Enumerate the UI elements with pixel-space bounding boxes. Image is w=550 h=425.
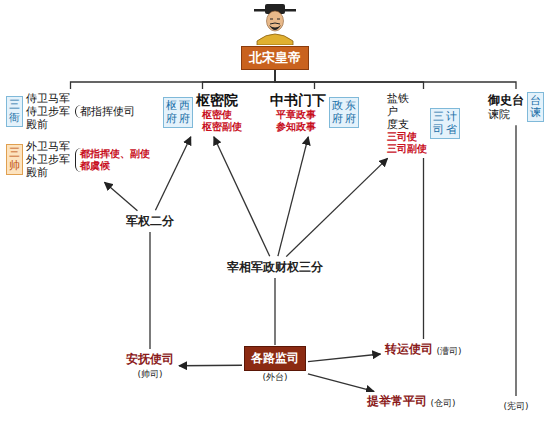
node-text: (漕司) — [436, 345, 461, 358]
key-note: 军权二分 — [123, 212, 177, 231]
text-column: 中书门下平章政事参知政事 — [270, 92, 326, 133]
text-column: 枢密院枢密使枢密副使 — [196, 92, 242, 133]
node-text: 计省 — [446, 111, 457, 135]
office-box: 转运使司(漕司) — [382, 340, 464, 359]
node-text: 三司副使 — [387, 143, 427, 155]
tag-box: 三衙 — [6, 96, 23, 126]
tag-box: 枢府西府 — [163, 97, 193, 127]
office-group: 中书门下平章政事参知政事政府东府 — [268, 90, 361, 135]
node-text: 都指挥使、副使 — [80, 148, 150, 160]
node-text: 外卫马军 — [26, 140, 70, 153]
node-text: 各路监司 — [244, 346, 306, 371]
node-text: 政府 — [332, 100, 343, 124]
connector — [308, 374, 374, 392]
node-text: (帅司) — [137, 368, 162, 381]
connector — [179, 365, 242, 367]
node-text: 北宋皇帝 — [249, 49, 301, 67]
note-label: (宪司) — [502, 400, 529, 413]
node-text: 台谏 — [530, 95, 541, 119]
node-text: 参知政事 — [270, 121, 326, 133]
node-text: 都指挥使司 — [80, 105, 135, 118]
decor-line — [515, 125, 516, 396]
node-text: 军权二分 — [126, 213, 174, 230]
connector — [203, 70, 276, 89]
node-text: 谏院 — [488, 108, 524, 121]
text-column: 外卫马军外卫步军殿前 — [26, 140, 70, 179]
node-text: 枢密副使 — [196, 121, 242, 133]
office-group: 枢密院枢密使枢密副使枢府西府 — [161, 90, 244, 135]
connector — [214, 137, 270, 256]
node-text: 枢密使 — [196, 109, 242, 121]
connector — [278, 137, 308, 256]
office-group: 外卫马军外卫步军殿前都指挥使、副使都虞候 三帅 — [4, 138, 152, 181]
node-text: 西府 — [179, 100, 190, 124]
node-text: 都虞候 — [80, 160, 150, 172]
office-group: 侍卫马军侍卫步军殿前都指挥使司 三衙 — [4, 90, 137, 133]
emperor-box: 北宋皇帝 — [241, 46, 309, 70]
tag-box: 台谏 — [527, 92, 544, 122]
connector — [275, 70, 516, 89]
node-text: 东府 — [345, 100, 356, 124]
node-text: (仓司) — [430, 397, 455, 410]
node-text: 殿前 — [26, 118, 70, 131]
office-box: 安抚使司(帅司) — [123, 350, 177, 382]
node-text: 宰相军政财权三分 — [227, 259, 323, 276]
node-text: 转运使司 — [385, 341, 433, 358]
tag-box: 三帅 — [6, 144, 23, 174]
node-text: 三帅 — [9, 147, 20, 171]
text-column: 御史台谏院 — [488, 93, 524, 121]
node-text: 平章政事 — [270, 109, 326, 121]
node-text: 中书门下 — [270, 92, 326, 109]
node-text: 提举常平司 — [367, 393, 427, 410]
connector — [104, 182, 137, 210]
node-text: 三司 — [433, 111, 444, 135]
emperor-portrait — [253, 1, 297, 45]
connector — [155, 137, 190, 210]
connector — [149, 232, 150, 349]
node-text: (外台) — [262, 371, 287, 384]
node-text: 枢府 — [166, 100, 177, 124]
connector — [275, 70, 315, 89]
node-text: 三衙 — [9, 99, 20, 123]
tag-box: 三司计省 — [430, 108, 460, 138]
text-column: 都指挥使司 — [75, 105, 135, 118]
connector — [423, 158, 424, 339]
office-box: 各路监司(外台) — [244, 346, 306, 384]
node-text: 盐铁 — [387, 92, 427, 105]
office-group: 御史台谏院台谏 — [486, 90, 546, 124]
connector — [274, 278, 275, 345]
node-text: 侍卫马军 — [26, 92, 70, 105]
node-text: 外卫步军 — [26, 153, 70, 166]
tag-box: 政府东府 — [329, 97, 359, 127]
connector — [286, 158, 387, 256]
node-text: 安抚使司 — [126, 351, 174, 368]
node-text: 度支 — [387, 118, 427, 131]
connector — [275, 70, 424, 89]
text-column: 侍卫马军侍卫步军殿前 — [26, 92, 70, 131]
office-group: 盐铁户度支三司使三司副使三司计省 — [385, 90, 462, 157]
connector — [71, 70, 276, 89]
text-column: 盐铁户度支三司使三司副使 — [387, 92, 427, 155]
key-note: 宰相军政财权三分 — [224, 258, 326, 277]
node-text: 御史台 — [488, 93, 524, 108]
node-text: 殿前 — [26, 166, 70, 179]
node-text: 侍卫步军 — [26, 105, 70, 118]
connector — [308, 354, 381, 362]
node-text: 枢密院 — [196, 92, 242, 109]
node-text: 三司使 — [387, 131, 427, 143]
office-box: 提举常平司(仓司) — [364, 392, 458, 411]
node-text: 户 — [387, 105, 427, 118]
text-column: 都指挥使、副使都虞候 — [75, 148, 150, 172]
